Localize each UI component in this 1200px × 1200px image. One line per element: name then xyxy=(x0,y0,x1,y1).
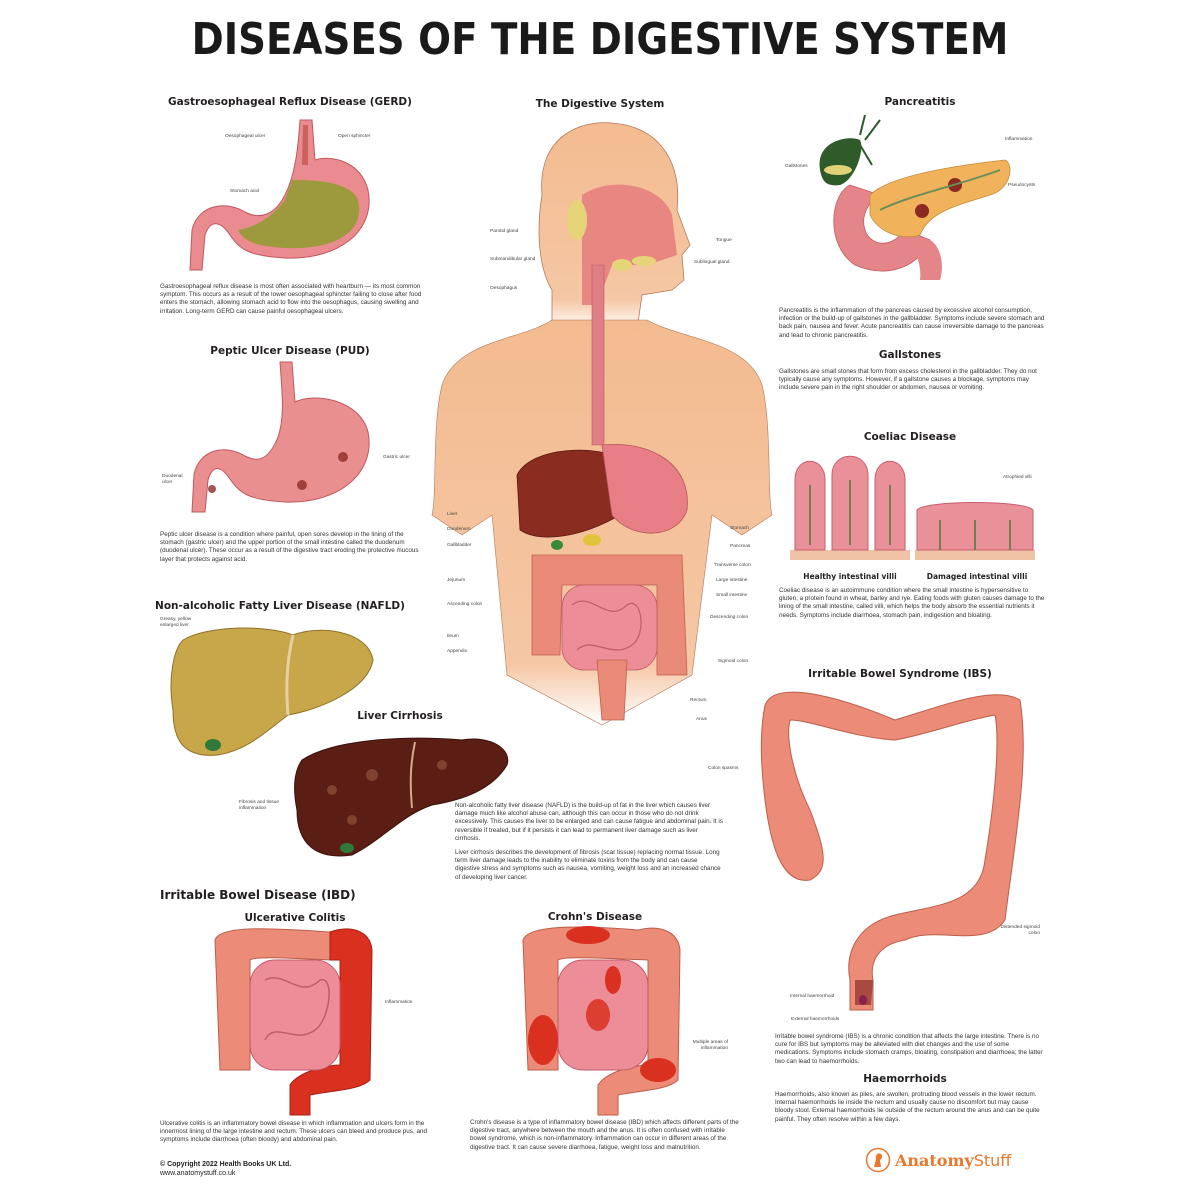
digestive-system-figure xyxy=(431,122,773,726)
anatomystuff-logo: AnatomyStuff xyxy=(865,1147,1011,1173)
fatty-liver-illustration xyxy=(170,627,374,756)
label-rectum: Rectum xyxy=(690,698,707,703)
haemorrhoids-description: Haemorrhoids, also known as piles, are s… xyxy=(775,1091,1040,1123)
ulcerative-colitis-description: Ulcerative colitis is an inflammatory bo… xyxy=(160,1120,427,1144)
crohns-illustration xyxy=(522,926,681,1116)
pud-description: Peptic ulcer disease is a condition wher… xyxy=(160,531,419,563)
caption-healthy-villi: Healthy intestinal villi xyxy=(803,572,897,581)
label-gallstones: Gallstones xyxy=(785,164,808,169)
gerd-stomach-illustration xyxy=(189,119,370,271)
crohns-title: Crohn's Disease xyxy=(547,911,643,923)
healthy-villi-illustration xyxy=(790,455,910,560)
ibd-title: Irritable Bowel Disease (IBD) xyxy=(160,888,356,902)
label-gastric-ulcer: Gastric ulcer xyxy=(383,455,410,460)
crohns-description: Crohn's disease is a type of inflammator… xyxy=(470,1119,739,1151)
label-internal-haemorrhoid: Internal haemorrhoid xyxy=(790,994,835,999)
damaged-villi-illustration xyxy=(915,502,1035,560)
label-duodenum: Duodenum xyxy=(447,527,471,532)
pancreatitis-title: Pancreatitis xyxy=(884,96,956,108)
caption-damaged-villi: Damaged intestinal villi xyxy=(926,572,1028,581)
ibs-title: Irritable Bowel Syndrome (IBS) xyxy=(808,668,992,680)
label-submandibular-gland: Submandibular gland xyxy=(490,257,536,262)
label-gallbladder: Gallbladder xyxy=(447,543,472,548)
label-sigmoid-colon: Sigmoid colon xyxy=(718,659,749,664)
label-ascending-colon: Ascending colon xyxy=(447,602,483,607)
label-external-haemorrhoids: External haemorrhoids xyxy=(791,1017,840,1022)
cirrhosis-title: Liver Cirrhosis xyxy=(357,710,443,722)
gallstones-description: Gallstones are small stones that form fr… xyxy=(779,368,1037,392)
label-pancreas: Pancreas xyxy=(730,544,751,549)
label-small-intestine: Small intestine xyxy=(716,593,748,598)
anatomy-head-icon xyxy=(865,1147,891,1173)
coeliac-description: Coeliac disease is an autoimmune conditi… xyxy=(779,587,1045,619)
ibs-description: Irritable bowel syndrome (IBS) is a chro… xyxy=(775,1033,1043,1065)
label-ileum: Ileum xyxy=(447,634,459,639)
ibs-colon-illustration xyxy=(760,691,1024,1011)
label-appendix: Appendix xyxy=(447,649,468,654)
copyright-text: © Copyright 2022 Health Books UK Ltd. xyxy=(160,1161,292,1168)
logo-text-bold: Anatomy xyxy=(895,1150,974,1170)
label-tongue: Tongue xyxy=(716,238,732,243)
cirrhosis-description: Liver cirrhosis describes the developmen… xyxy=(455,849,721,881)
label-transverse-colon: Transverse colon xyxy=(714,563,751,568)
gerd-title: Gastroesophageal Reflux Disease (GERD) xyxy=(168,96,412,108)
website-link[interactable]: www.anatomystuff.co.uk xyxy=(160,1170,236,1177)
label-greasy-yellow-liver: Greasy, yellow enlarged liver xyxy=(160,617,192,628)
label-liver: Liver xyxy=(447,512,458,517)
pancreatitis-illustration xyxy=(819,114,1011,280)
label-oesophagus: Oesophagus xyxy=(490,286,518,291)
label-pseudocysts: Pseudocysts xyxy=(1008,183,1036,188)
label-parotid-gland: Parotid gland xyxy=(490,229,519,234)
logo-text-light: Stuff xyxy=(973,1150,1012,1170)
label-inflammation-uc: Inflammation xyxy=(385,1000,413,1005)
haemorrhoids-title: Haemorrhoids xyxy=(863,1073,947,1085)
ulcerative-colitis-title: Ulcerative Colitis xyxy=(244,912,346,924)
label-duodenal-ulcer: Duodenal ulcer xyxy=(162,474,183,485)
pud-stomach-illustration xyxy=(191,361,370,513)
label-sublingual-gland: Sublingual gland xyxy=(694,260,730,265)
poster-title: DISEASES OF THE DIGESTIVE SYSTEM xyxy=(191,14,1009,65)
nafld-description: Non-alcoholic fatty liver disease (NAFLD… xyxy=(455,802,723,842)
digestive-system-title: The Digestive System xyxy=(535,98,665,110)
gerd-description: Gastroesophageal reflux disease is most … xyxy=(160,283,422,315)
pancreatitis-description: Pancreatitis is the inflammation of the … xyxy=(779,307,1045,339)
cirrhosis-liver-illustration xyxy=(294,737,509,857)
label-atrophied-villi: Atrophied villi xyxy=(1003,475,1032,480)
label-colon-spasms: Colon spasms xyxy=(708,766,739,771)
pud-title: Peptic Ulcer Disease (PUD) xyxy=(210,345,370,357)
label-oesophageal-ulcer: Oesophageal ulcer xyxy=(225,134,266,139)
label-inflammation: Inflammation xyxy=(1005,137,1033,142)
coeliac-title: Coeliac Disease xyxy=(863,431,957,443)
label-jejunum: Jejunum xyxy=(447,578,466,583)
label-stomach-acid: Stomach acid xyxy=(230,189,260,194)
label-anus: Anus xyxy=(696,717,707,722)
gallstones-title: Gallstones xyxy=(878,349,942,361)
label-fibrosis-inflammation: Fibrosis and tissue inflammation xyxy=(239,800,279,811)
label-descending-colon: Descending colon xyxy=(710,615,749,620)
label-large-intestine: Large intestine xyxy=(716,578,748,583)
label-open-sphincter: Open sphincter xyxy=(338,134,371,139)
label-multiple-inflammation: Multiple areas of inflammation xyxy=(692,1040,728,1051)
label-distended-sigmoid-colon: Distended sigmoid colon xyxy=(1000,925,1040,936)
nafld-title: Non-alcoholic Fatty Liver Disease (NAFLD… xyxy=(155,600,405,612)
label-stomach: Stomach xyxy=(730,526,749,531)
ulcerative-colitis-illustration xyxy=(214,928,373,1116)
